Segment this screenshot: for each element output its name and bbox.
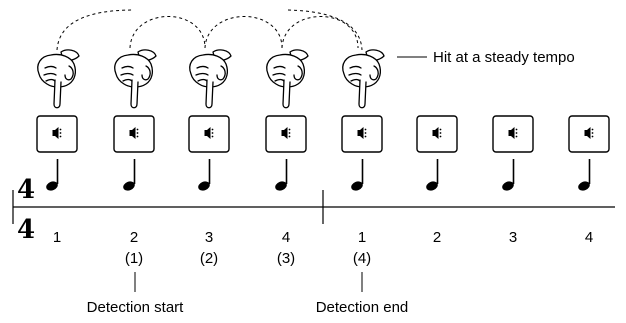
beat-numbers: 1 2 3 4 1 2 3 4	[53, 229, 593, 246]
detection-start-label: Detection start	[87, 299, 185, 316]
count-number: (1)	[125, 250, 143, 267]
detection-end-label: Detection end	[316, 299, 409, 316]
tempo-arc	[281, 16, 359, 49]
speaker-icon	[432, 127, 442, 139]
count-number: (2)	[200, 250, 218, 267]
tempo-arc	[287, 9, 363, 51]
speaker-icon	[584, 127, 594, 139]
speaker-icon	[129, 127, 139, 139]
quarter-note	[198, 159, 211, 191]
notes-group	[46, 159, 591, 191]
pad	[113, 115, 155, 153]
pad	[492, 115, 534, 153]
hand-icon	[342, 49, 385, 109]
quarter-note	[275, 159, 288, 191]
speaker-icon	[281, 127, 291, 139]
tempo-arc	[204, 16, 283, 49]
hand-icon	[266, 49, 309, 109]
pad	[568, 115, 610, 153]
beat-number: 4	[282, 229, 290, 246]
tempo-arc	[56, 9, 135, 51]
pads-group	[36, 115, 610, 153]
quarter-note	[578, 159, 591, 191]
time-signature-top: 4	[17, 175, 35, 205]
pad	[188, 115, 230, 153]
caption: Hit at a steady tempo	[433, 49, 575, 66]
quarter-note	[426, 159, 439, 191]
count-number: (4)	[353, 250, 371, 267]
tempo-arc	[129, 16, 206, 49]
quarter-note	[46, 159, 59, 191]
hands-group	[37, 49, 385, 109]
quarter-note	[123, 159, 136, 191]
beat-number: 3	[509, 229, 517, 246]
beat-number: 3	[205, 229, 213, 246]
speaker-icon	[508, 127, 518, 139]
tempo-arcs	[56, 9, 363, 51]
pad	[265, 115, 307, 153]
beat-number: 1	[358, 229, 366, 246]
beat-number: 4	[585, 229, 593, 246]
count-number: (3)	[277, 250, 295, 267]
pad	[341, 115, 383, 153]
hand-icon	[114, 49, 157, 109]
beat-number: 2	[433, 229, 441, 246]
beat-number: 1	[53, 229, 61, 246]
hand-icon	[189, 49, 232, 109]
quarter-note	[502, 159, 515, 191]
time-signature-bottom: 4	[17, 215, 35, 245]
pad	[416, 115, 458, 153]
hand-icon	[37, 49, 80, 109]
speaker-icon	[357, 127, 367, 139]
pad	[36, 115, 78, 153]
speaker-icon	[52, 127, 62, 139]
quarter-note	[351, 159, 364, 191]
speaker-icon	[204, 127, 214, 139]
beat-number: 2	[130, 229, 138, 246]
count-numbers: (1) (2) (3) (4)	[125, 250, 371, 267]
